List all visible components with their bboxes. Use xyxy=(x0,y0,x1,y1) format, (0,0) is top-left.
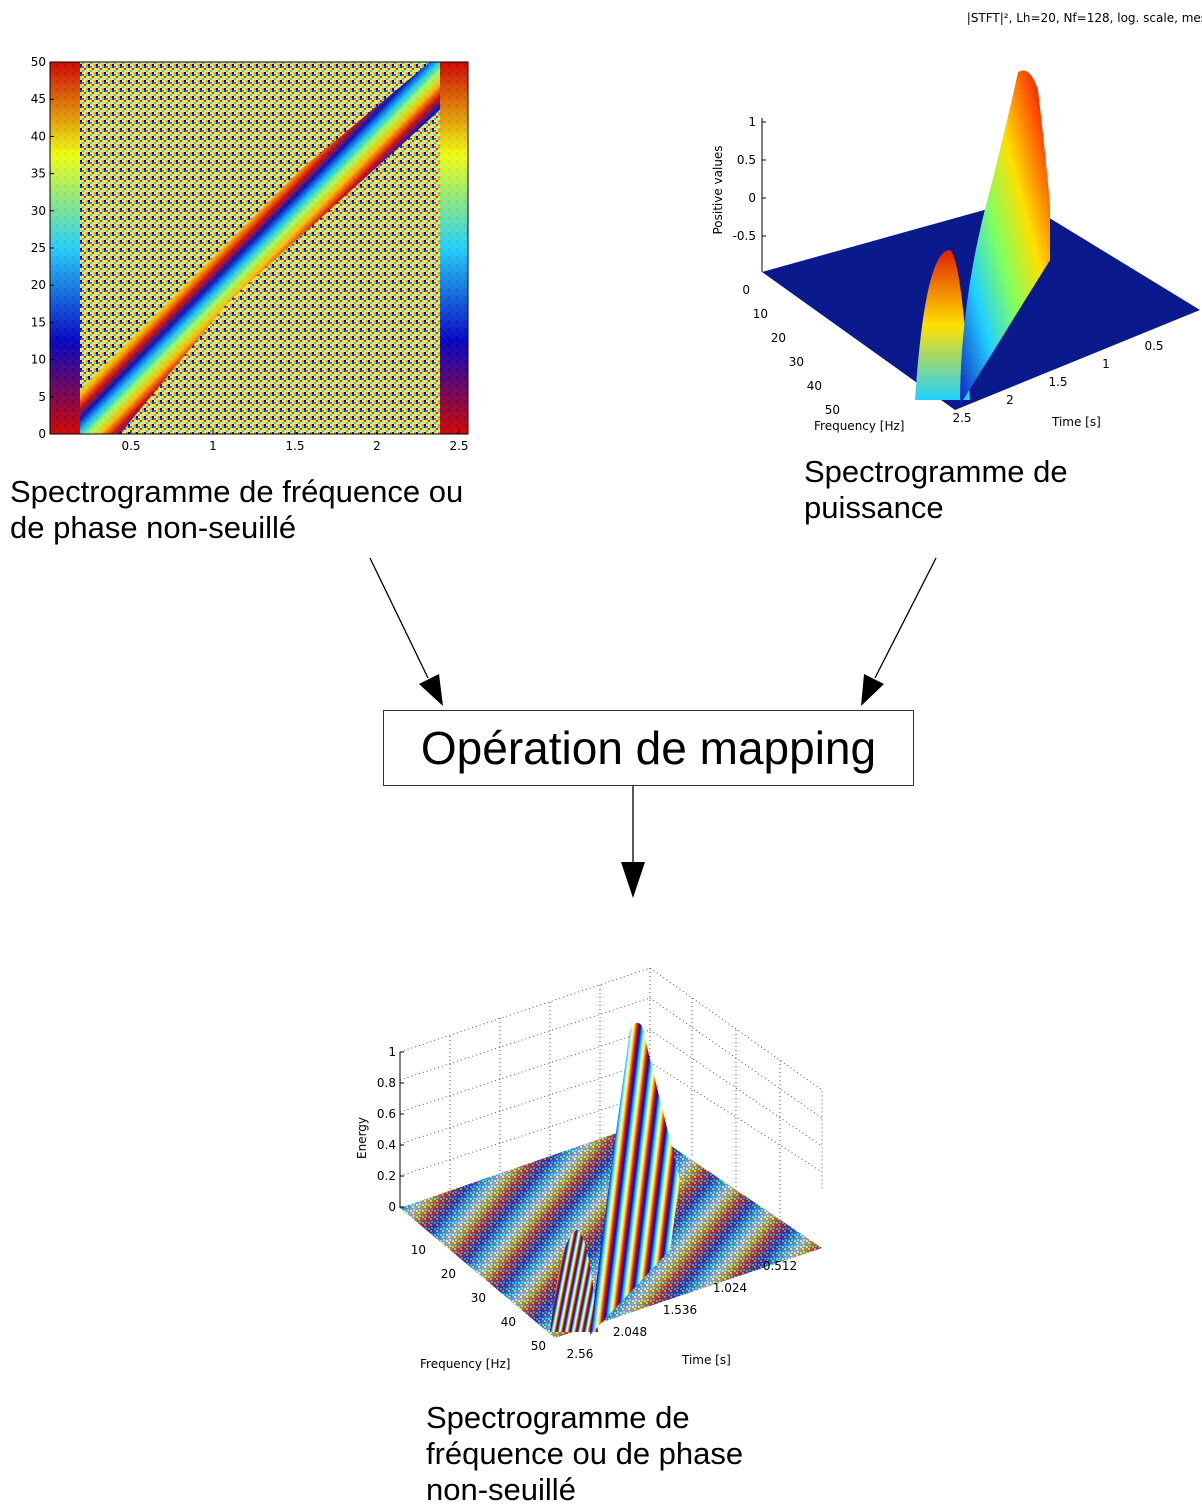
power-freq-tick: 0 xyxy=(742,283,750,297)
left-y-tick: 35 xyxy=(31,167,46,181)
mapped-time-tick: 2.048 xyxy=(613,1325,647,1339)
mapped-time-label: Time [s] xyxy=(681,1353,731,1367)
caption-left: Spectrogramme de fréquence ou de phase n… xyxy=(10,474,464,545)
mapped-freq-tick: 50 xyxy=(531,1339,546,1353)
mapped-freq-label: Frequency [Hz] xyxy=(420,1357,511,1371)
left-x-tick: 1.5 xyxy=(285,439,304,453)
power-time-label: Time [s] xyxy=(1051,415,1101,429)
energy-tick: 0 xyxy=(388,1200,396,1214)
left-y-tick: 40 xyxy=(31,129,46,143)
left-x-tick: 2.5 xyxy=(449,439,468,453)
power-time-tick: 2.5 xyxy=(952,411,971,425)
left-y-tick: 15 xyxy=(31,315,46,329)
power-freq-tick: 20 xyxy=(771,331,786,345)
mapped-spectrogram-svg: Energy 1 0.8 0.6 0.4 0.2 0 10 20 30 40 50 2.56 2.0… xyxy=(355,967,823,1371)
power-z-tick: 1 xyxy=(748,115,756,129)
arrow-right-to-box xyxy=(861,557,937,706)
power-freq-tick: 30 xyxy=(789,355,804,369)
energy-tick: 0.8 xyxy=(377,1076,396,1090)
main-peak xyxy=(960,70,1050,405)
power-time-tick: 1 xyxy=(1102,357,1110,371)
left-y-tick: 45 xyxy=(31,92,46,106)
mapping-operation-box: Opération de mapping xyxy=(383,710,914,786)
power-spectrogram-plot: |STFT|², Lh=20, Nf=128, log. scale, mesh… xyxy=(700,0,1202,450)
power-z-tick: 0.5 xyxy=(737,153,756,167)
mapped-small-peak xyxy=(550,1230,598,1332)
mapped-spectrogram-plot: Energy 1 0.8 0.6 0.4 0.2 0 10 20 30 40 50 2.56 2.0… xyxy=(340,960,840,1380)
mapped-freq-tick: 10 xyxy=(411,1243,426,1257)
energy-tick: 1 xyxy=(388,1045,396,1059)
left-y-tick: 10 xyxy=(31,353,46,367)
energy-label: Energy xyxy=(355,1117,369,1159)
flow-arrows xyxy=(369,557,937,898)
caption-right: Spectrogramme de puissance xyxy=(804,454,1068,525)
grid-box xyxy=(399,967,823,1218)
mapped-time-tick: 1.024 xyxy=(713,1281,747,1295)
left-y-tick: 5 xyxy=(38,390,46,404)
power-z-tick: 0 xyxy=(748,191,756,205)
left-x-tick: 2 xyxy=(373,439,381,453)
mapped-freq-tick: 30 xyxy=(471,1291,486,1305)
power-z-tick: -0.5 xyxy=(733,229,756,243)
left-y-tick: 30 xyxy=(31,204,46,218)
energy-tick: 0.2 xyxy=(377,1169,396,1183)
power-freq-tick: 10 xyxy=(753,307,768,321)
power-title: |STFT|², Lh=20, Nf=128, log. scale, mesh… xyxy=(967,11,1202,25)
caption-bottom: Spectrogramme de fréquence ou de phase n… xyxy=(426,1400,744,1507)
mapped-main-peak xyxy=(590,1022,680,1335)
power-z-label: Positive values xyxy=(711,145,725,234)
left-y-tick: 0 xyxy=(38,427,46,441)
power-freq-label: Frequency [Hz] xyxy=(814,419,905,433)
energy-tick: 0.4 xyxy=(377,1138,396,1152)
energy-tick: 0.6 xyxy=(377,1107,396,1121)
power-freq-tick: 40 xyxy=(807,379,822,393)
left-x-tick: 1 xyxy=(209,439,217,453)
left-y-tick: 20 xyxy=(31,278,46,292)
mapped-freq-tick: 20 xyxy=(441,1267,456,1281)
power-freq-tick: 50 xyxy=(825,403,840,417)
mapped-time-tick: 1.536 xyxy=(663,1303,697,1317)
phase-spectrogram-plot: 0 5 10 15 20 25 30 35 40 45 50 0.5 1 1.5 2 2.5 xyxy=(0,50,480,460)
mapping-operation-label: Opération de mapping xyxy=(420,722,877,774)
power-time-tick: 0.5 xyxy=(1144,339,1163,353)
power-time-tick: 2 xyxy=(1006,393,1014,407)
mapped-time-tick: 0.512 xyxy=(763,1259,797,1273)
power-time-tick: 1.5 xyxy=(1048,375,1067,389)
left-y-tick: 50 xyxy=(31,55,46,69)
phase-image xyxy=(50,62,468,434)
left-x-tick: 0.5 xyxy=(121,439,140,453)
phase-spectrogram-svg: 0 5 10 15 20 25 30 35 40 45 50 0.5 1 1.5 2 2.5 xyxy=(31,55,469,453)
mapped-time-tick: 2.56 xyxy=(567,1347,594,1361)
power-spectrogram-svg: |STFT|², Lh=20, Nf=128, log. scale, mesh… xyxy=(711,11,1202,433)
left-y-tick: 25 xyxy=(31,241,46,255)
mapped-freq-tick: 40 xyxy=(501,1315,516,1329)
arrow-left-to-box xyxy=(369,557,443,706)
small-peak xyxy=(915,250,970,400)
arrow-box-to-bottom xyxy=(621,786,645,898)
